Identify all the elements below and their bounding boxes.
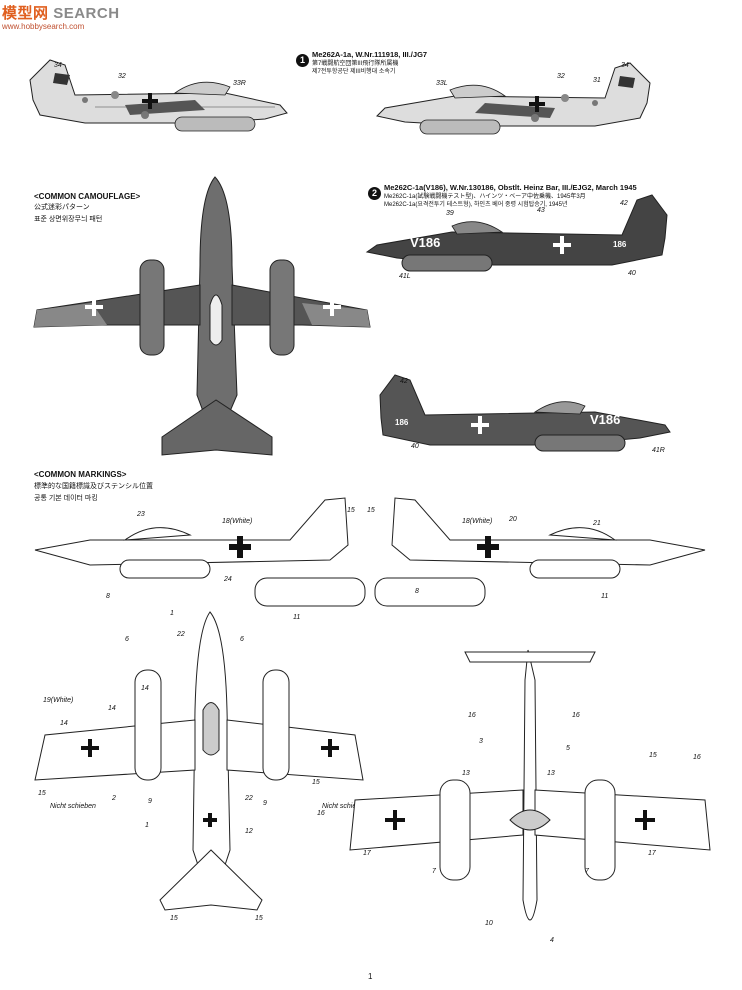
callout-v2t-42: 42 xyxy=(620,200,628,207)
callout-sr-15: 15 xyxy=(367,507,375,514)
callout-bv-9b: 9 xyxy=(263,800,267,807)
callout-tv-13a: 13 xyxy=(462,770,470,777)
v2-bottom-tail: 186 xyxy=(395,418,409,427)
callout-v1l-33r: 33R xyxy=(233,80,246,87)
nicht-schieben-right: Nicht schieben xyxy=(322,803,368,810)
callout-bv-14b: 14 xyxy=(108,705,116,712)
markings-kr: 공통 기본 데이터 마킹 xyxy=(34,495,98,502)
callout-v2b-40: 40 xyxy=(411,443,419,450)
callout-sl-24: 24 xyxy=(224,576,232,583)
v2-bottom-profile xyxy=(379,374,671,452)
callout-sl-11: 11 xyxy=(293,614,301,621)
callout-sr-18: 18(White) xyxy=(462,518,493,525)
callout-sr-20: 20 xyxy=(509,516,517,523)
version-1-badge: 1 xyxy=(296,54,309,67)
callout-bv-15c: 15 xyxy=(170,915,178,922)
watermark-brand: 模型网 SEARCH xyxy=(2,2,120,23)
callout-bv-1: 1 xyxy=(170,610,174,617)
version-2-kr: Me262C-1a(요격전투기 테스트형), 하인츠 베어 중령 시험탑승기, … xyxy=(384,202,568,208)
callout-sl-15: 15 xyxy=(347,507,355,514)
callout-bv-19: 19(White) xyxy=(43,697,74,704)
callout-tv-7a: 7 xyxy=(432,868,436,875)
callout-bv-22: 22 xyxy=(177,631,185,638)
watermark-url: www.hobbysearch.com xyxy=(2,22,85,31)
camouflage-plan-view xyxy=(33,176,371,456)
callout-bv-6: 6 xyxy=(125,636,129,643)
nicht-schieben-left: Nicht schieben xyxy=(50,803,96,810)
callout-sr-11: 11 xyxy=(601,593,609,600)
callout-sl-8: 8 xyxy=(106,593,110,600)
callout-sl-18: 18(White) xyxy=(222,518,253,525)
callout-tv-5: 5 xyxy=(566,745,570,752)
callout-v2t-41l: 41L xyxy=(399,273,411,280)
watermark-cjk: 模型网 xyxy=(2,5,49,22)
version-2-badge: 2 xyxy=(368,187,381,200)
version-2-title: Me262C-1a(V186), W.Nr.130186, Obstlt. He… xyxy=(384,183,637,192)
callout-tv-17b: 17 xyxy=(648,850,656,857)
camouflage-heading: <COMMON CAMOUFLAGE> xyxy=(34,192,141,201)
page-number: 1 xyxy=(368,972,373,981)
callout-tv-3: 3 xyxy=(479,738,483,745)
markings-side-right xyxy=(374,497,706,607)
callout-bv-14c: 14 xyxy=(60,720,68,727)
callout-bv-22b: 22 xyxy=(245,795,253,802)
callout-v2t-43: 43 xyxy=(537,207,545,214)
version-1-kr: 제7전투항공단 제III비행대 소속기 xyxy=(312,69,396,75)
camouflage-kr: 표준 상면위장무늬 패턴 xyxy=(34,216,103,223)
v2-top-tail: 186 xyxy=(613,240,627,249)
callout-v1r-31: 31 xyxy=(593,77,601,84)
callout-bv-9a: 9 xyxy=(148,798,152,805)
markings-bottom-view xyxy=(34,611,364,911)
callout-tv-6: 6 xyxy=(240,636,244,643)
callout-tv-16d: 16 xyxy=(317,810,325,817)
callout-bv-15a: 15 xyxy=(38,790,46,797)
callout-tv-16c: 16 xyxy=(693,754,701,761)
version-1-title: Me262A-1a, W.Nr.111918, III./JG7 xyxy=(312,50,428,59)
callout-sr-21: 21 xyxy=(593,520,601,527)
v2-top-code: V186 xyxy=(410,235,441,250)
callout-sl-23: 23 xyxy=(137,511,145,518)
version-1-jp: 第7戦闘航空団第III飛行隊所属機 xyxy=(312,61,399,67)
callout-tv-10: 10 xyxy=(485,920,493,927)
callout-v2b-41r: 41R xyxy=(652,447,665,454)
callout-v2t-39: 39 xyxy=(446,210,454,217)
callout-tv-13b: 13 xyxy=(547,770,555,777)
callout-bv-12: 12 xyxy=(245,828,253,835)
callout-tv-16b: 16 xyxy=(572,712,580,719)
callout-bv-2: 2 xyxy=(112,795,116,802)
callout-tv-16a: 16 xyxy=(468,712,476,719)
callout-v2t-40: 40 xyxy=(628,270,636,277)
callout-tv-15: 15 xyxy=(649,752,657,759)
markings-top-view xyxy=(349,649,711,921)
callout-tv-4: 4 xyxy=(550,937,554,944)
callout-tv-17a: 17 xyxy=(363,850,371,857)
v2-top-profile xyxy=(365,194,668,272)
v1-left-profile xyxy=(29,59,288,132)
callout-v1l-34: 34 xyxy=(54,62,62,69)
watermark-search: SEARCH xyxy=(53,5,120,22)
version-2-jp: Me262C-1a(試験戦闘機テスト型)、ハインツ・ベーア中佐乗機、1945年3… xyxy=(384,194,586,200)
v2-bottom-code: V186 xyxy=(590,412,621,427)
callout-bv-1b: 1 xyxy=(145,822,149,829)
callout-v1r-33l: 33L xyxy=(436,80,448,87)
callout-v1r-32: 32 xyxy=(557,73,565,80)
callout-v1l-32: 32 xyxy=(118,73,126,80)
callout-tv-7b: 7 xyxy=(585,868,589,875)
camouflage-jp: 公式迷彩パターン xyxy=(34,204,90,211)
markings-jp: 標準的な国籍標識及びステンシル位置 xyxy=(34,483,153,490)
callout-v1r-34: 34 xyxy=(621,62,629,69)
v1-right-profile xyxy=(375,62,651,135)
callout-sr-8: 8 xyxy=(415,588,419,595)
callout-bv-15b: 15 xyxy=(312,779,320,786)
callout-bv-14a: 14 xyxy=(141,685,149,692)
markings-heading: <COMMON MARKINGS> xyxy=(34,470,127,479)
markings-side-left xyxy=(34,497,366,607)
callout-v2b-42: 42 xyxy=(400,378,408,385)
callout-bv-15d: 15 xyxy=(255,915,263,922)
